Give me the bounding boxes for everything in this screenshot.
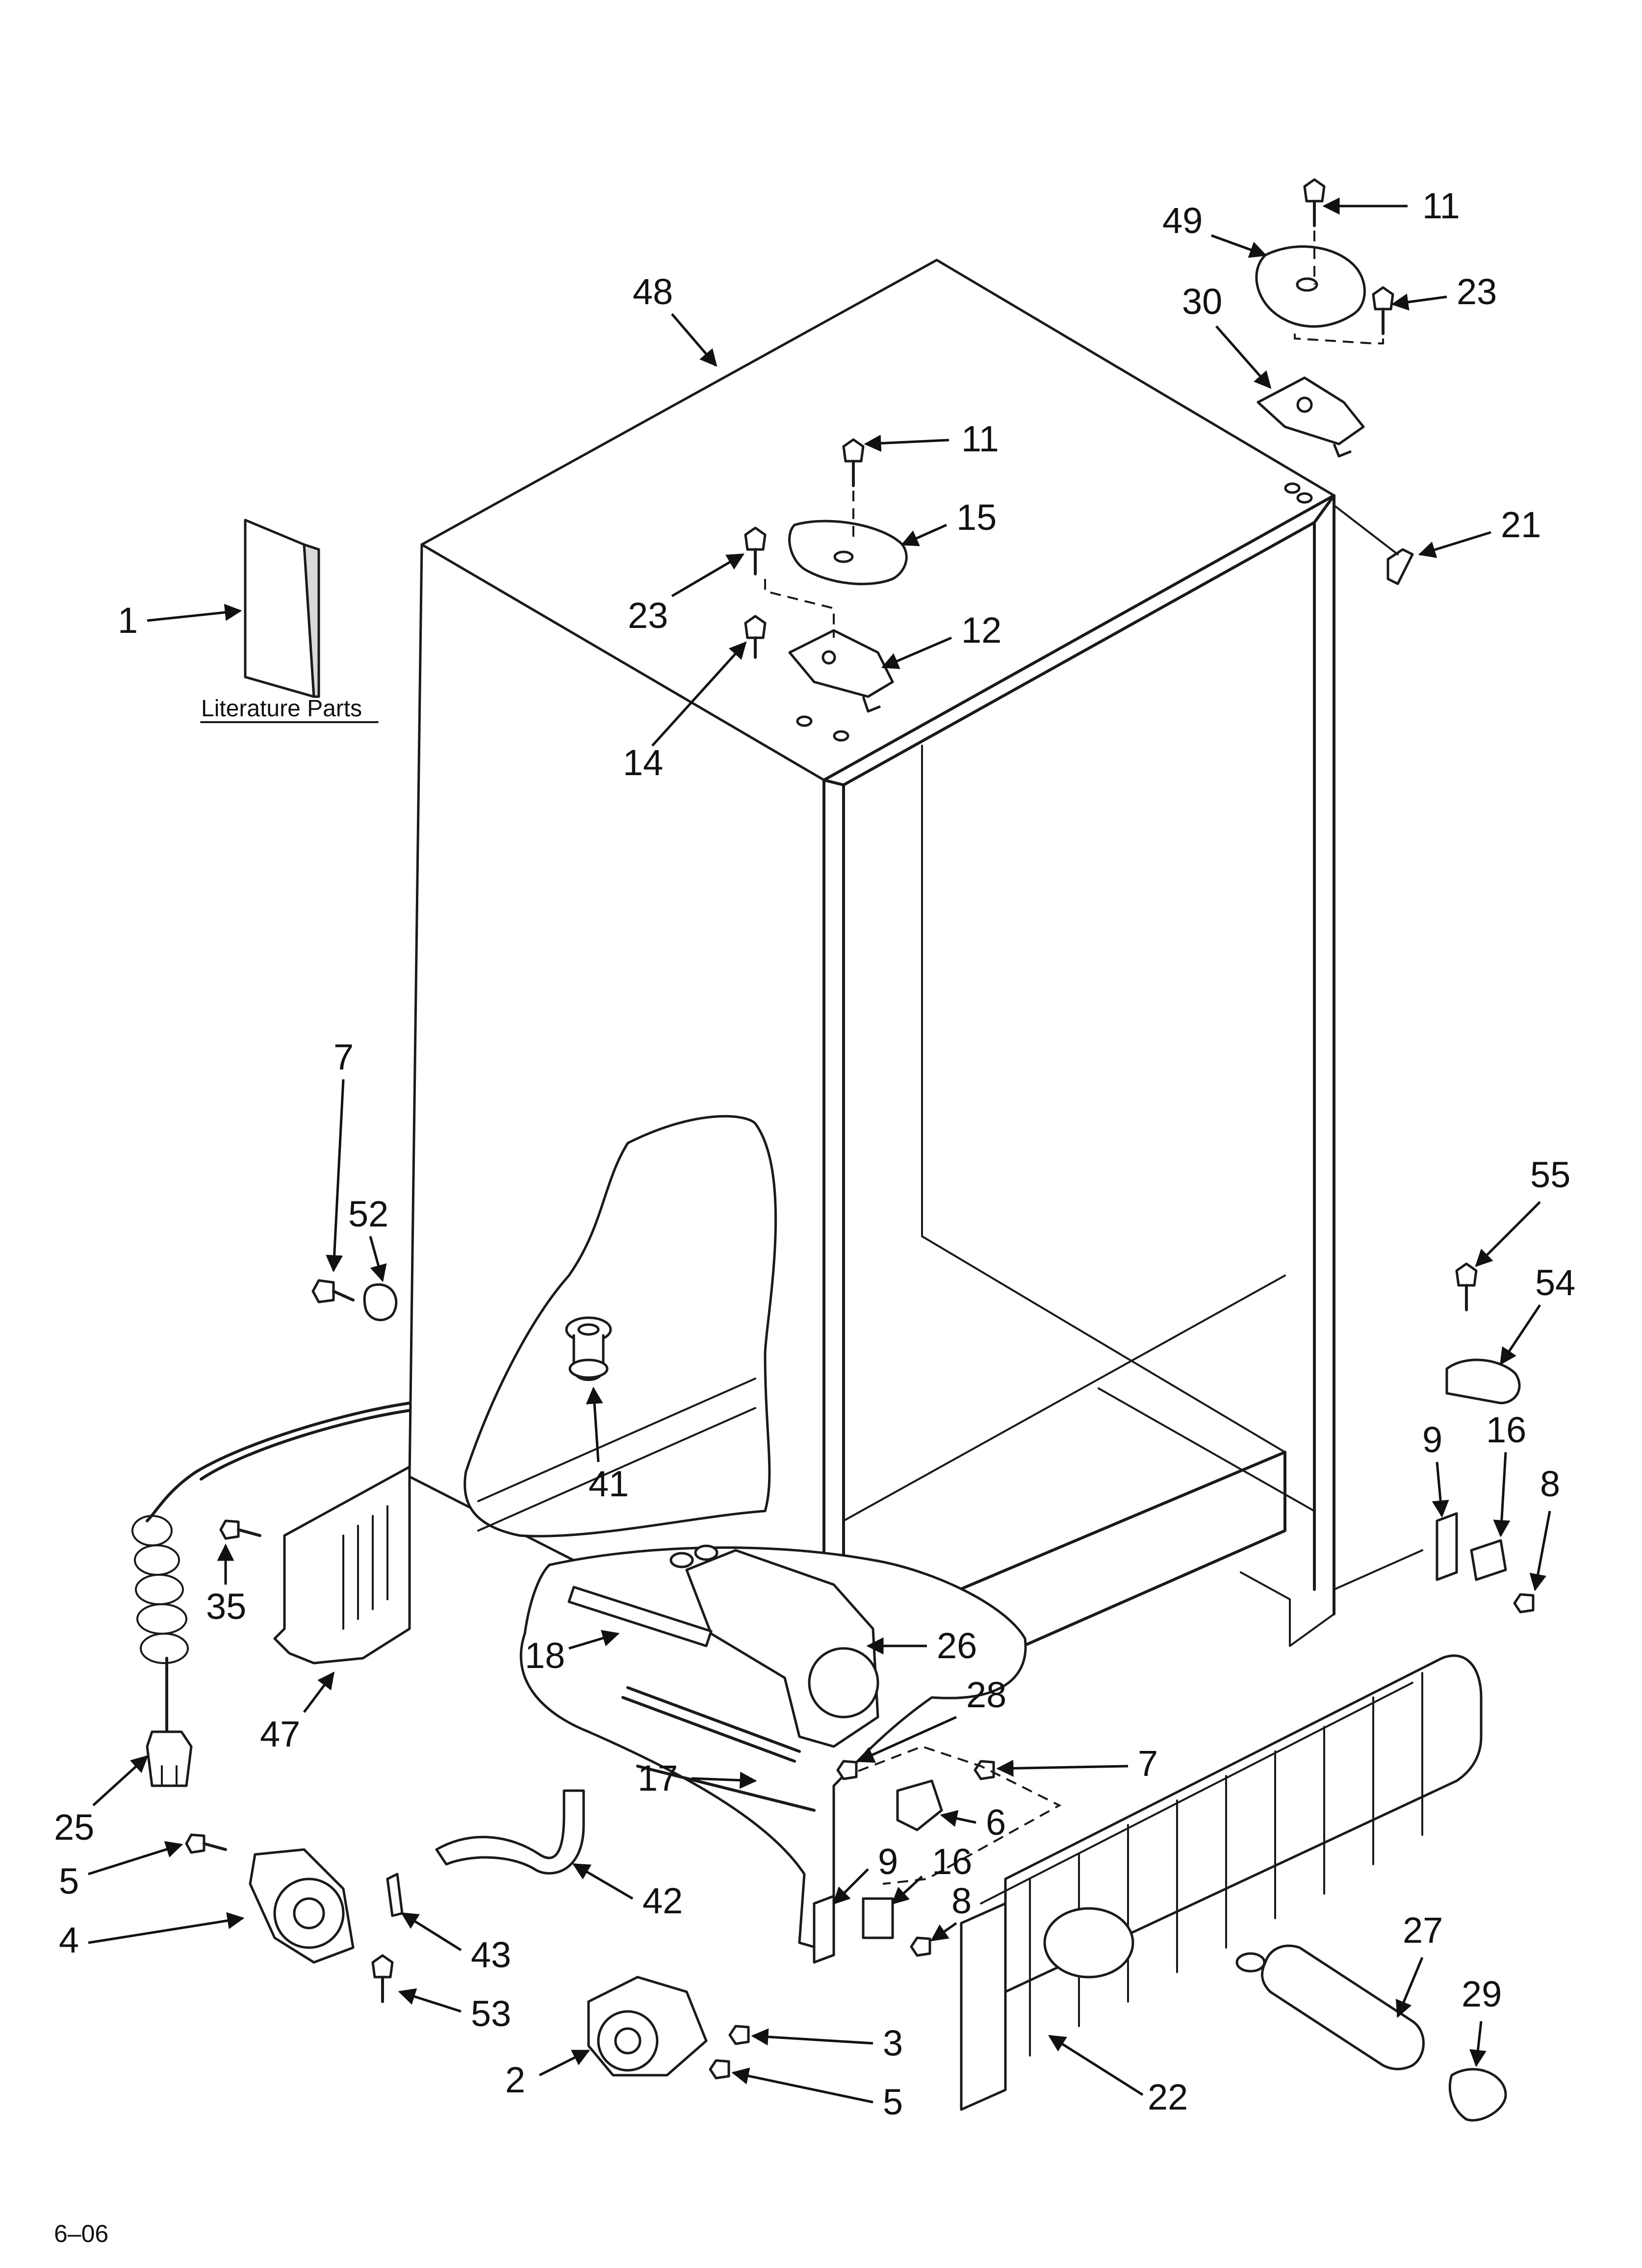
callout-16b: 16 bbox=[1486, 1409, 1526, 1450]
callout-16a: 16 bbox=[932, 1841, 972, 1882]
callout-8a: 8 bbox=[951, 1880, 972, 1921]
callout-55: 55 bbox=[1530, 1154, 1570, 1195]
callout-18: 18 bbox=[525, 1635, 565, 1676]
callout-17: 17 bbox=[638, 1758, 678, 1799]
callout-30: 30 bbox=[1182, 281, 1222, 322]
drain-grommet bbox=[565, 1316, 612, 1381]
control-bracket bbox=[219, 1465, 411, 1665]
callout-21: 21 bbox=[1501, 504, 1541, 545]
callout-49: 49 bbox=[1162, 200, 1203, 241]
drain-tube bbox=[371, 1789, 585, 2003]
upper-hinge-assembly-right bbox=[1255, 178, 1394, 458]
literature-parts-label: Literature Parts bbox=[201, 696, 362, 722]
roller-caster-left bbox=[185, 1833, 355, 1964]
callout-52: 52 bbox=[348, 1194, 388, 1234]
callouts: 1 48 49 11 23 30 11 15 23 12 14 21 7 52 … bbox=[54, 185, 1575, 2122]
callout-7b: 7 bbox=[1138, 1743, 1158, 1784]
power-cord bbox=[131, 1402, 411, 1787]
literature-booklet bbox=[244, 519, 320, 698]
callout-27: 27 bbox=[1403, 1910, 1443, 1951]
callout-6: 6 bbox=[986, 1802, 1006, 1843]
callout-14: 14 bbox=[623, 742, 663, 783]
callout-47: 47 bbox=[260, 1714, 300, 1754]
callout-53: 53 bbox=[471, 1993, 511, 2034]
cutaway-liner bbox=[463, 1115, 777, 1538]
callout-5a: 5 bbox=[59, 1861, 79, 1902]
callout-54: 54 bbox=[1535, 1262, 1575, 1303]
callout-29: 29 bbox=[1462, 1974, 1502, 2014]
callout-12: 12 bbox=[961, 610, 1001, 651]
lower-hinge-hardware-right bbox=[1333, 1262, 1535, 1614]
callout-35: 35 bbox=[206, 1586, 246, 1627]
callout-15: 15 bbox=[956, 497, 997, 538]
callout-7a: 7 bbox=[334, 1037, 354, 1077]
callout-25: 25 bbox=[54, 1807, 94, 1848]
callout-11a: 11 bbox=[1422, 185, 1460, 226]
water-filter bbox=[1235, 1944, 1507, 2122]
callout-26: 26 bbox=[937, 1625, 977, 1666]
callout-4: 4 bbox=[59, 1920, 79, 1960]
callout-23b: 23 bbox=[628, 595, 668, 636]
fan-assembly bbox=[567, 1544, 879, 1812]
callout-22: 22 bbox=[1148, 2077, 1188, 2117]
callout-43: 43 bbox=[471, 1934, 511, 1975]
callout-3: 3 bbox=[883, 2023, 903, 2063]
callout-1: 1 bbox=[118, 600, 138, 641]
upper-hinge-assembly-center bbox=[744, 438, 908, 713]
wire-clip bbox=[1333, 504, 1414, 585]
roller-caster-lower bbox=[587, 1976, 750, 2080]
callout-41: 41 bbox=[589, 1463, 629, 1504]
callout-8b: 8 bbox=[1540, 1463, 1560, 1504]
date-code: 6–06 bbox=[54, 2220, 108, 2247]
callout-2: 2 bbox=[505, 2059, 525, 2100]
callout-23a: 23 bbox=[1457, 271, 1497, 312]
callout-28: 28 bbox=[966, 1674, 1006, 1715]
callout-11b: 11 bbox=[961, 418, 999, 459]
callout-9a: 9 bbox=[878, 1841, 898, 1882]
lower-hinge-hardware-center bbox=[813, 1745, 1062, 1964]
callout-48: 48 bbox=[633, 271, 673, 312]
screw-and-clip-left bbox=[311, 1279, 398, 1322]
cutaway-base bbox=[519, 1546, 1027, 1954]
callout-5b: 5 bbox=[883, 2082, 903, 2122]
callout-42: 42 bbox=[642, 1880, 683, 1921]
callout-9b: 9 bbox=[1422, 1419, 1442, 1460]
base-grille bbox=[960, 1654, 1483, 2111]
